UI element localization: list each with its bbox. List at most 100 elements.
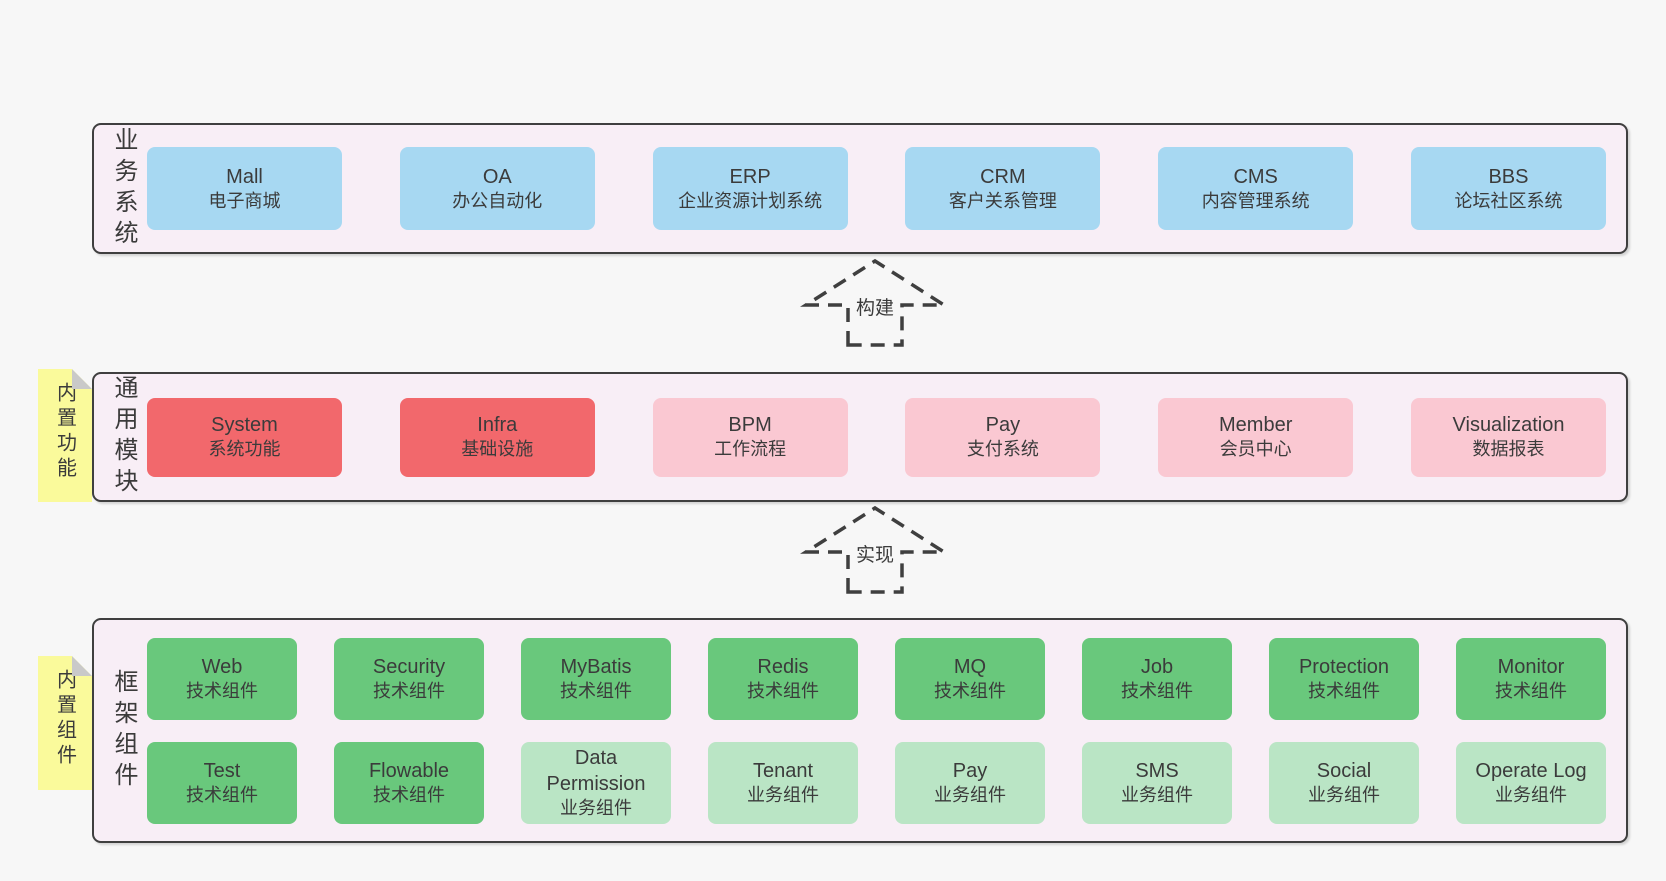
box-subtitle: 技术组件 <box>560 680 632 701</box>
box-subtitle: 业务组件 <box>934 784 1006 805</box>
box-title: CMS <box>1233 165 1278 188</box>
box-title: Web <box>201 655 243 678</box>
box-subtitle: 基础设施 <box>461 439 534 460</box>
box-title: Monitor <box>1497 655 1565 678</box>
sticky-note-builtin-features: 内置功能 <box>38 369 92 502</box>
box-subtitle: 论坛社区系统 <box>1454 190 1563 211</box>
box-title: Mall <box>226 165 263 188</box>
box-subtitle: 技术组件 <box>1308 680 1380 701</box>
box-subtitle: 数据报表 <box>1472 439 1545 460</box>
box-subtitle: 技术组件 <box>1495 680 1567 701</box>
box-subtitle: 业务组件 <box>1308 784 1380 805</box>
box-title: Protection <box>1298 655 1390 678</box>
box-subtitle: 技术组件 <box>747 680 819 701</box>
box-title: Operate Log <box>1475 759 1587 782</box>
box-title: Visualization <box>1452 414 1565 437</box>
box-title: Flowable <box>368 759 450 782</box>
box-title: Test <box>203 759 241 782</box>
box-title: OA <box>482 165 512 188</box>
box-title: SMS <box>1135 759 1179 782</box>
box-subtitle: 系统功能 <box>208 439 281 460</box>
box-title: Data Permission <box>546 746 646 795</box>
box-subtitle: 业务组件 <box>747 784 819 805</box>
sticky-note-builtin-components: 内置组件 <box>38 656 92 790</box>
box-subtitle: 业务组件 <box>1121 784 1193 805</box>
box-subtitle: 支付系统 <box>966 439 1039 460</box>
box-subtitle: 技术组件 <box>373 784 445 805</box>
box-title: MyBatis <box>560 655 632 678</box>
build-arrow-label: 构建 <box>849 291 901 322</box>
box-title: MQ <box>953 655 987 678</box>
build-arrow: 构建 <box>800 257 950 347</box>
box-title: Social <box>1316 759 1372 782</box>
folded-corner-icon <box>72 656 92 676</box>
box-title: System <box>211 414 278 437</box>
box-subtitle: 会员中心 <box>1219 439 1292 460</box>
band-framework-components-label: 框架组件 <box>110 668 137 793</box>
box-subtitle: 技术组件 <box>934 680 1006 701</box>
box-title: Pay <box>985 414 1021 437</box>
box-subtitle: 技术组件 <box>186 784 258 805</box>
box-title: Security <box>372 655 446 678</box>
box-title: Redis <box>757 655 809 678</box>
box-title: Infra <box>477 414 518 437</box>
implement-arrow: 实现 <box>800 504 950 594</box>
folded-corner-icon <box>72 369 92 389</box>
box-title: Member <box>1219 414 1293 437</box>
box-subtitle: 企业资源计划系统 <box>678 190 823 211</box>
box-subtitle: 办公自动化 <box>452 190 543 211</box>
band-business-systems-label: 业务系统 <box>110 126 137 251</box>
box-subtitle: 客户关系管理 <box>948 190 1057 211</box>
dashed-up-arrow-icon <box>800 258 950 347</box>
sticky-note-label: 内置功能 <box>53 382 76 482</box>
box-title: Job <box>1140 655 1174 678</box>
box-title: BPM <box>728 414 772 437</box>
box-title: Tenant <box>752 759 814 782</box>
implement-arrow-label: 实现 <box>849 538 901 569</box>
box-subtitle: 技术组件 <box>186 680 258 701</box>
box-title: ERP <box>729 165 771 188</box>
box-subtitle: 业务组件 <box>560 797 632 818</box>
dashed-up-arrow-icon <box>800 505 950 594</box>
box-subtitle: 电子商城 <box>208 190 281 211</box>
box-subtitle: 工作流程 <box>714 439 787 460</box>
box-title: CRM <box>980 165 1026 188</box>
box-title: Pay <box>952 759 988 782</box>
box-subtitle: 内容管理系统 <box>1201 190 1310 211</box>
box-subtitle: 业务组件 <box>1495 784 1567 805</box>
